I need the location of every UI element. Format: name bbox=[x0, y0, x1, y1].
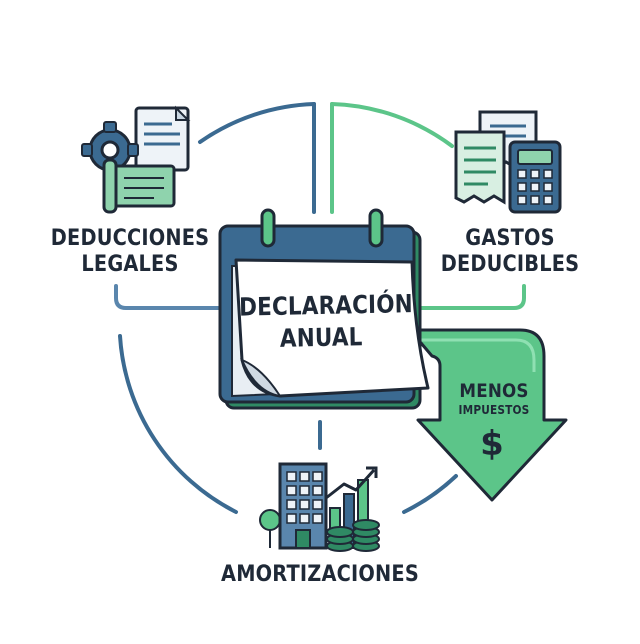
ring-arc-top-right bbox=[330, 102, 454, 148]
tax-reduction-arrow bbox=[408, 328, 568, 502]
building-coins-chart-icon bbox=[259, 462, 380, 552]
arrow-label: MENOS IMPUESTOS bbox=[434, 380, 554, 418]
gear-documents-icon bbox=[81, 105, 191, 214]
center-title-line2: ANUAL bbox=[279, 322, 363, 353]
dollar-sign-icon: $ bbox=[480, 424, 504, 464]
node-deducciones-line1: DEDUCCIONES bbox=[50, 226, 210, 251]
center-title: DECLARACIÓN ANUAL bbox=[238, 288, 414, 355]
arrow-label-line1: MENOS bbox=[459, 380, 529, 402]
node-deducciones-legales: DEDUCCIONES LEGALES bbox=[51, 226, 209, 278]
node-gastos-line2: DEDUCIBLES bbox=[440, 252, 580, 277]
node-amortizaciones: AMORTIZACIONES bbox=[221, 562, 419, 587]
receipts-calculator-icon bbox=[454, 110, 562, 214]
connectors bbox=[114, 102, 526, 450]
ring-arc-bottom-right bbox=[402, 474, 458, 514]
ring-arc-top-left bbox=[198, 102, 316, 144]
connector-right bbox=[412, 284, 526, 310]
calendar-icon bbox=[218, 208, 430, 410]
ring-arc-left bbox=[118, 334, 238, 514]
node-gastos-deducibles: GASTOS DEDUCIBLES bbox=[431, 226, 589, 278]
cycle-ring bbox=[118, 102, 458, 514]
node-deducciones-line2: LEGALES bbox=[81, 252, 179, 277]
center-title-line1: DECLARACIÓN bbox=[238, 289, 414, 322]
node-gastos-line1: GASTOS bbox=[465, 226, 555, 251]
arrow-label-line2: IMPUESTOS bbox=[458, 403, 530, 417]
connector-left bbox=[114, 284, 224, 310]
